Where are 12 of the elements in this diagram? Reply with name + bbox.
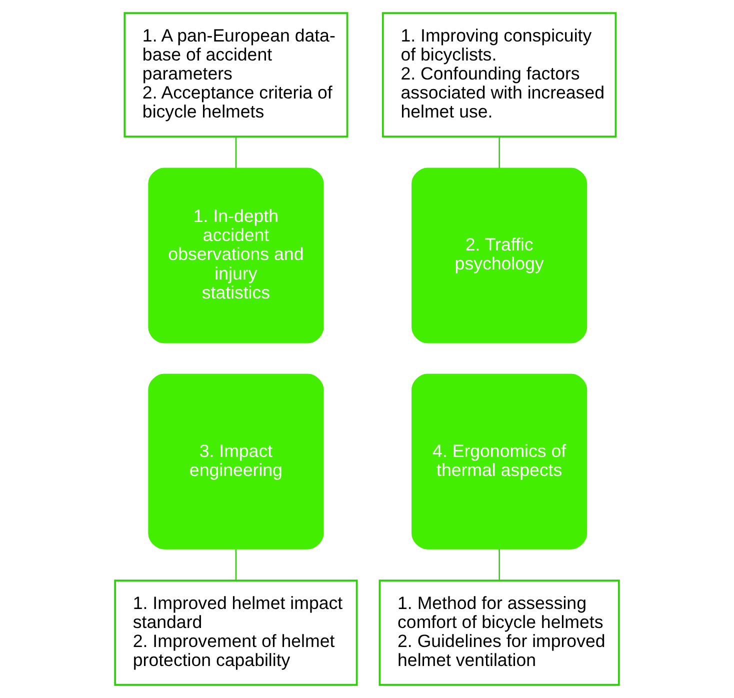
connector <box>235 549 237 580</box>
node-box: 3. Impact engineering <box>148 374 324 550</box>
connector <box>235 136 237 168</box>
node-box: 4. Ergonomics of thermal aspects <box>412 374 588 550</box>
node-box: 2. Traffic psychology <box>412 168 588 344</box>
node-box: 1. A pan-European data-base of accident parameters 2. Acceptance criteria of bicycle helmets <box>124 12 348 138</box>
connector <box>498 136 500 168</box>
node-box: 1. In-depth accident observations and injury statistics <box>148 168 324 344</box>
node-box: 1. Improving conspicuity of bicyclists. 2. Confounding factors associated with increased helmet use. <box>382 12 617 138</box>
node-box: 1. Method for assessing comfort of bicycle helmets 2. Guidelines for improved helmet ventilation <box>378 580 620 686</box>
node-box: 1. Improved helmet impact standard 2. Improvement of helmet protection capability <box>114 580 358 686</box>
connector <box>498 549 500 580</box>
